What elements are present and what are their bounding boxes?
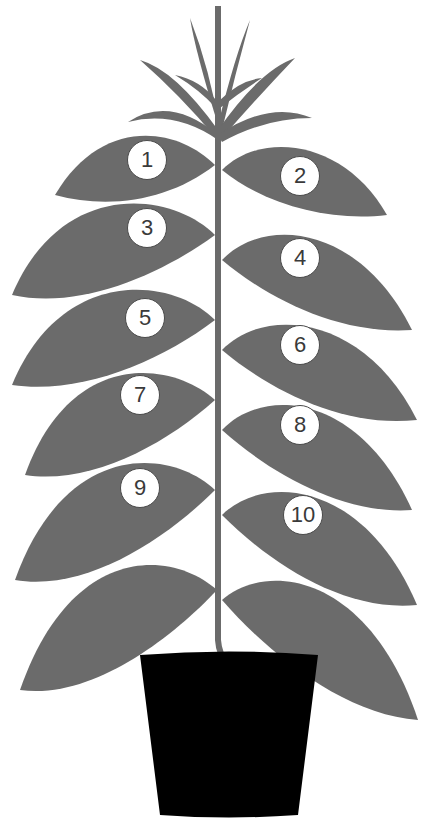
leaf bbox=[25, 373, 215, 476]
callout-number: 10 bbox=[291, 504, 315, 526]
leaf bbox=[12, 290, 215, 387]
pot bbox=[140, 652, 318, 818]
callout-number: 4 bbox=[294, 247, 306, 269]
callout-number: 6 bbox=[294, 334, 306, 356]
callout-number: 9 bbox=[134, 477, 146, 499]
stem bbox=[218, 6, 228, 665]
callout-circle: 4 bbox=[280, 238, 320, 278]
callout-circle: 7 bbox=[120, 375, 160, 415]
leaf bbox=[222, 147, 387, 217]
callout-number: 1 bbox=[141, 149, 153, 171]
callout-circle: 1 bbox=[127, 140, 167, 180]
leaf bbox=[222, 325, 417, 421]
callout-circle: 6 bbox=[280, 325, 320, 365]
leaf bbox=[222, 405, 412, 510]
leaf bbox=[218, 112, 312, 142]
callout-number: 2 bbox=[294, 165, 306, 187]
leaf bbox=[15, 463, 215, 582]
callout-circle: 8 bbox=[280, 405, 320, 445]
leaf bbox=[55, 136, 215, 202]
leaf bbox=[220, 78, 262, 108]
callout-circle: 5 bbox=[125, 298, 165, 338]
callout-number: 3 bbox=[141, 217, 153, 239]
callout-number: 7 bbox=[134, 384, 146, 406]
callout-circle: 2 bbox=[280, 156, 320, 196]
callout-circle: 10 bbox=[283, 495, 323, 535]
callout-circle: 9 bbox=[120, 468, 160, 508]
leaf bbox=[12, 203, 215, 298]
callout-circle: 3 bbox=[127, 208, 167, 248]
callout-number: 5 bbox=[139, 307, 151, 329]
callout-number: 8 bbox=[294, 414, 306, 436]
leaf bbox=[175, 75, 216, 108]
leaf bbox=[222, 235, 412, 331]
